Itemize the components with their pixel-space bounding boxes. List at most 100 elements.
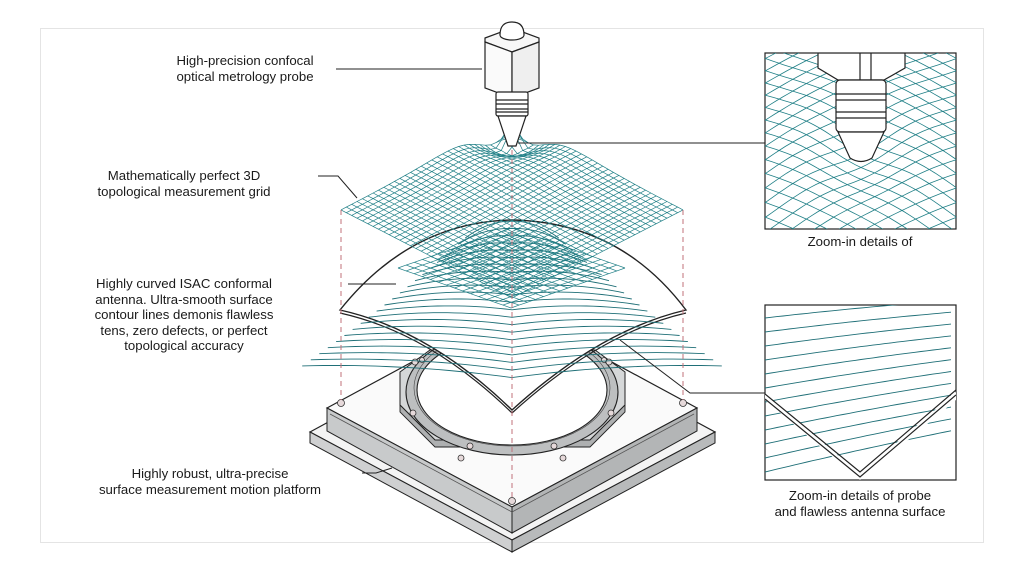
grid-line bbox=[463, 184, 636, 274]
base-plate-side-right bbox=[511, 431, 716, 553]
antenna-grid-line bbox=[502, 264, 618, 306]
grid-line bbox=[474, 144, 646, 230]
inset-grid-line bbox=[765, 53, 940, 134]
inset-contour-line bbox=[765, 359, 952, 389]
inset-contour-line bbox=[765, 406, 952, 445]
antenna-grid-line bbox=[478, 256, 593, 297]
inset-grid-line bbox=[765, 119, 956, 219]
grid-line bbox=[479, 192, 652, 282]
inset-grid-line bbox=[765, 70, 956, 161]
label-line: Highly robust, ultra-precise bbox=[131, 466, 289, 481]
grid-line bbox=[474, 189, 646, 280]
inset-antenna-edge bbox=[764, 304, 957, 481]
inset-grid-line bbox=[765, 70, 956, 160]
label-line: antenna. Ultra-smooth surface bbox=[95, 291, 273, 307]
caption-line: Zoom-in details of bbox=[807, 234, 913, 249]
inset-grid-line bbox=[765, 82, 956, 175]
contour-line bbox=[376, 305, 648, 312]
leader-lines bbox=[318, 68, 765, 474]
alignment-guides bbox=[340, 150, 684, 498]
label-probe: High-precision confocal optical metrolog… bbox=[176, 53, 313, 84]
inset-grid-line bbox=[847, 53, 956, 108]
grid-line bbox=[431, 165, 603, 258]
label-line: topological accuracy bbox=[124, 338, 244, 353]
inset-grid-line bbox=[765, 53, 848, 96]
inset-grid-line bbox=[765, 53, 875, 109]
grid-line bbox=[490, 198, 662, 288]
grid-line bbox=[410, 172, 582, 263]
label-grid: Mathematically perfect 3D topological me… bbox=[98, 168, 271, 199]
grid-line bbox=[340, 209, 513, 299]
grid-line bbox=[501, 124, 673, 216]
antenna-grid-line bbox=[494, 261, 610, 303]
inset-grid-line bbox=[765, 145, 931, 229]
grid-line bbox=[399, 178, 571, 269]
contour-line bbox=[429, 256, 595, 269]
inset-grid-line bbox=[765, 132, 953, 229]
label-line: contour lines demonis flawless bbox=[94, 307, 274, 322]
inset-contour-line bbox=[765, 371, 952, 403]
antenna-grid-line bbox=[397, 267, 512, 309]
grid-line bbox=[404, 175, 577, 266]
antenna-grid-line bbox=[422, 259, 536, 300]
inset-grid-line bbox=[765, 58, 956, 147]
inset-top-caption: Zoom-in details of bbox=[808, 234, 913, 250]
inset-grid-line bbox=[765, 53, 823, 84]
inset-probe-grid bbox=[764, 52, 957, 230]
label-line: optical metrology probe bbox=[176, 68, 314, 84]
inset-contour-line bbox=[765, 305, 899, 319]
grid-line bbox=[495, 201, 668, 291]
inset-contour-line bbox=[765, 382, 952, 417]
label-line: tens, zero defects, or perfect bbox=[100, 322, 268, 338]
confocal-probe bbox=[484, 21, 540, 147]
inset-grid-line bbox=[899, 53, 956, 84]
grid-line bbox=[340, 133, 513, 211]
grid-line bbox=[394, 181, 566, 271]
label-antenna: Highly curved ISAC conformal antenna. Ul… bbox=[95, 276, 274, 354]
grid-line bbox=[485, 195, 657, 285]
inset-grid-line bbox=[765, 94, 956, 189]
measurement-grid bbox=[340, 124, 684, 299]
grid-line bbox=[458, 181, 630, 271]
inset-grid-line bbox=[765, 172, 884, 229]
inset-contour-line bbox=[765, 323, 952, 347]
grid-line bbox=[351, 203, 523, 293]
grid-line bbox=[437, 168, 609, 260]
grid-line bbox=[421, 165, 593, 258]
antenna-grid-line bbox=[414, 261, 528, 303]
antenna-grid-line bbox=[462, 250, 577, 292]
inset-grid-line bbox=[765, 94, 956, 188]
inset-grid-line bbox=[782, 53, 956, 133]
contour-line bbox=[368, 312, 656, 318]
grid-line bbox=[442, 172, 614, 263]
contour-line bbox=[336, 339, 688, 348]
inset-contour-line bbox=[765, 430, 952, 473]
grid-line bbox=[383, 186, 555, 277]
inset-grid-line bbox=[816, 53, 956, 121]
grid-line bbox=[511, 133, 684, 211]
inset-grid-line bbox=[874, 53, 956, 96]
inset-bottom-caption: Zoom-in details of probe and flawless an… bbox=[775, 488, 946, 519]
grid-line bbox=[351, 124, 523, 216]
inset-grid-line bbox=[765, 187, 857, 229]
grid-line bbox=[506, 206, 678, 296]
grid-line bbox=[469, 186, 641, 277]
inset-contour-line bbox=[765, 335, 952, 361]
grid-line bbox=[447, 175, 620, 266]
grid-line bbox=[511, 209, 684, 299]
inset-grid-line bbox=[769, 132, 956, 229]
antenna-grid-line bbox=[405, 264, 520, 306]
inset-contour-line bbox=[765, 347, 952, 375]
label-line: topological measurement grid bbox=[97, 183, 271, 199]
label-line: Mathematically perfect 3D bbox=[107, 168, 261, 183]
label-line: High-precision confocal bbox=[176, 53, 314, 68]
grid-line bbox=[367, 195, 539, 285]
contour-line bbox=[464, 220, 560, 239]
label-line: Highly curved ISAC conformal bbox=[96, 276, 272, 291]
grid-line bbox=[501, 203, 673, 293]
grid-line bbox=[362, 198, 534, 288]
contour-line bbox=[327, 345, 697, 356]
grid-line bbox=[388, 184, 561, 274]
grid-line bbox=[378, 144, 550, 230]
